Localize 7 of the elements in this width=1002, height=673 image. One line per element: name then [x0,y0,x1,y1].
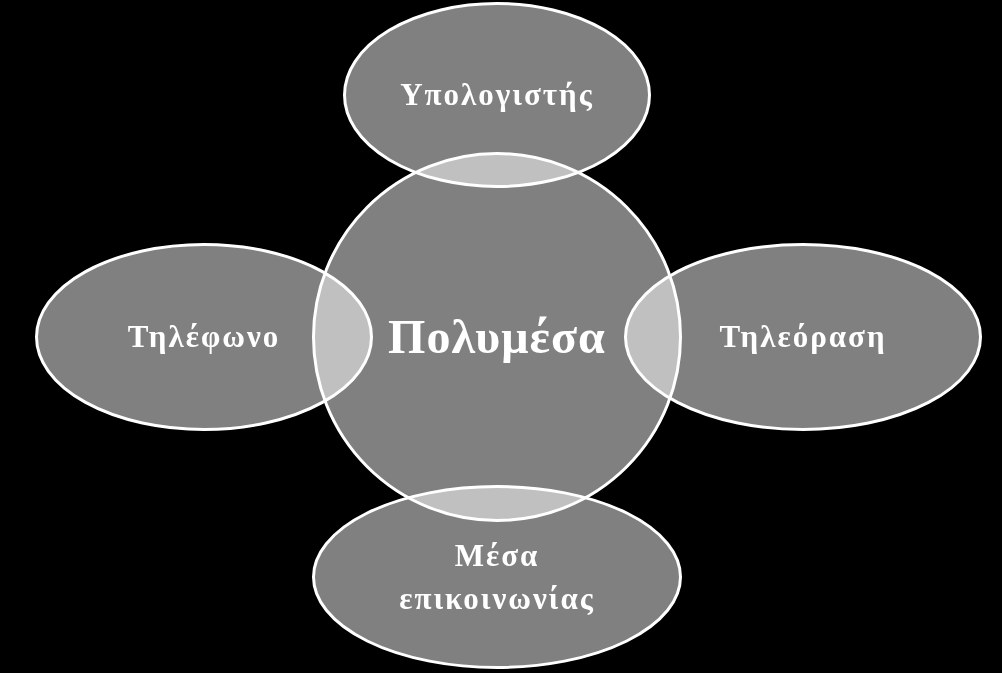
node-label: Πολυμέσα [388,309,606,365]
topic-ellipse [624,243,982,431]
topic-ellipse [312,485,682,669]
node-label: Τηλέφωνο [127,319,281,355]
node-label: Υπολογιστής [400,77,594,113]
node-label: Μέσα επικοινωνίας [398,536,596,618]
node-label: Τηλεόραση [719,319,887,355]
